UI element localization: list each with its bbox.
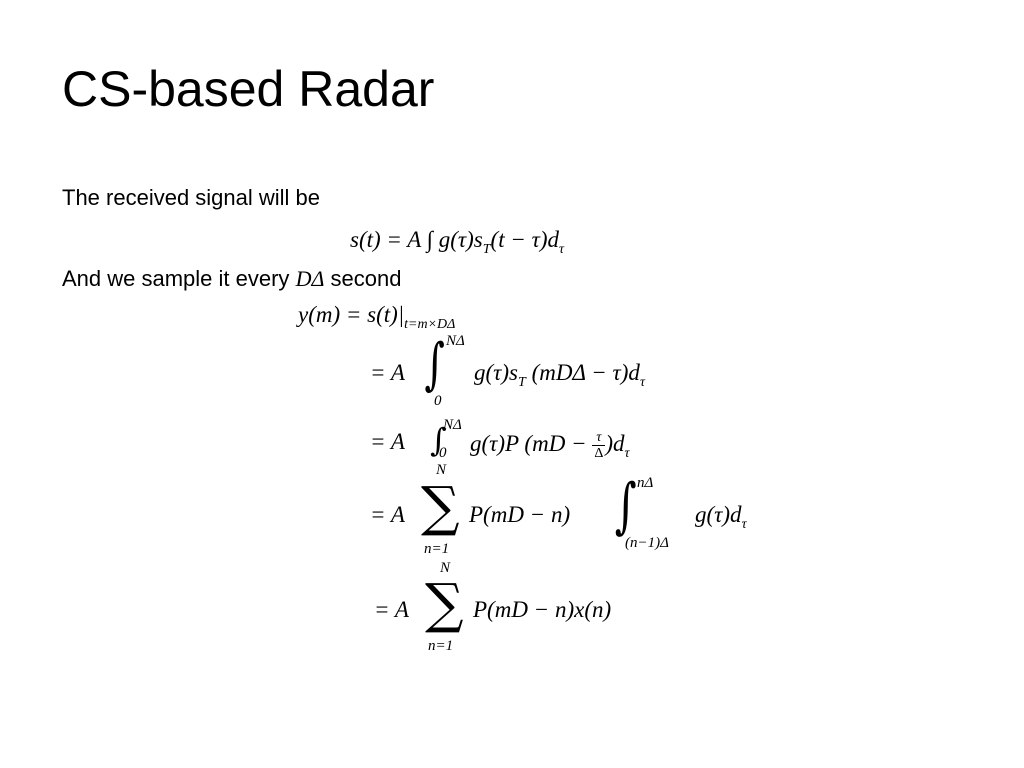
step2-body-tail-sub: τ [624,446,630,462]
step2-frac-num: τ [592,430,606,447]
step2-upper-limit: NΔ [443,417,462,433]
step1-body-tail-sub: τ [639,375,645,390]
step1-upper-limit: NΔ [446,333,465,349]
intro-text: The received signal will be [62,185,321,210]
sample-lhs-sub: t=m×DΔ [404,317,456,332]
step3-sum-upper: N [436,462,447,478]
step3-tail-text: g(τ)d [695,502,742,527]
step3-lead: = A [370,502,405,527]
sigma-symbol: ∑ [425,572,464,635]
sample-math: DΔ [295,266,325,291]
step1-body: g(τ)sT (mDΔ − τ)dτ [474,361,645,390]
sample-text: And we sample it every DΔ second [62,268,401,290]
step3-sum-lower: n=1 [424,541,450,557]
step4-sum-upper: N [440,560,451,576]
step1-lower-limit: 0 [434,393,442,409]
sample-equation: y(m) = s(t)|t=m×DΔ [298,303,455,332]
step3-int-lower: (n−1)Δ [625,535,669,551]
step1-body-sub: T [518,375,526,390]
step2-lead: = A [370,429,405,454]
signal-rhs-tail-sub: τ [559,242,565,257]
signal-equation: s(t) = A ∫ g(τ)sT(t − τ)dτ [350,228,564,257]
step1-body-text: g(τ)s [474,360,519,385]
step2-body-tail: )d [605,431,625,457]
step2-lower-limit: 0 [439,445,447,461]
integral-symbol: ∫ [430,421,447,459]
step4-lead: = A [374,597,409,622]
step3-body: P(mD − n) [469,502,571,527]
sample-text-after: second [330,266,402,291]
step1-body-tail: (mDΔ − τ)d [525,360,640,385]
signal-rhs: g(τ)s [432,227,483,252]
signal-lhs: s(t) = A [350,227,427,252]
signal-rhs-sub: T [482,242,491,257]
step2-body-text: g(τ)P (mD − [470,431,593,457]
step4-sum-lower: n=1 [428,638,454,654]
step3-tail: g(τ)dτ [695,503,747,532]
step4-body: P(mD − n)x(n) [473,597,612,622]
step3-int-upper: nΔ [637,475,654,491]
sigma-symbol: ∑ [421,475,460,538]
sample-text-before: And we sample it every [62,266,290,291]
step2-frac-den: Δ [594,446,604,462]
integral-symbol: ∫ [614,471,637,541]
integral-symbol: ∫ [426,227,433,252]
signal-rhs-tail: (t − τ)d [490,227,559,252]
sample-lhs: y(m) = s(t)| [298,302,405,327]
slide-title: CS-based Radar [62,61,435,117]
step3-tail-sub: τ [741,517,747,532]
step1-lead: = A [370,360,405,385]
integral-symbol: ∫ [424,332,445,397]
